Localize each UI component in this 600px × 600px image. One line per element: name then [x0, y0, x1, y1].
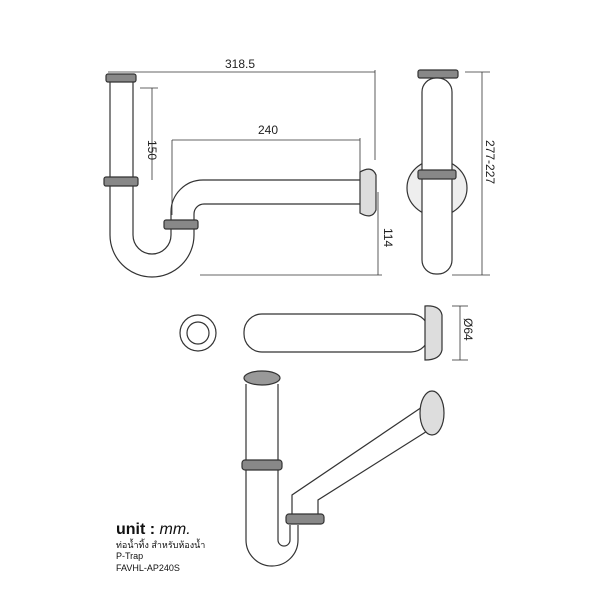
- dim-diameter: Ø64: [461, 318, 475, 341]
- dim-overall-width: 318.5: [225, 57, 255, 71]
- product-type: P-Trap: [116, 551, 144, 562]
- isometric-view: [241, 370, 445, 567]
- dim-total-height: 277-227: [483, 140, 497, 184]
- dim-vertical-height: 150: [145, 140, 159, 160]
- front-dimensions: [108, 70, 382, 276]
- thai-description: ท่อน้ำทิ้ง สำหรับห้องน้ำ: [116, 540, 206, 550]
- dim-outlet-height: 114: [381, 228, 395, 247]
- unit-value: mm.: [159, 521, 191, 538]
- dim-horizontal-length: 240: [258, 123, 278, 137]
- side-dimensions: [452, 71, 490, 276]
- model-number: FAVHL-AP240S: [116, 562, 180, 573]
- side-view: [406, 69, 468, 275]
- unit-label: unit :: [116, 521, 156, 538]
- top-view: [179, 305, 443, 361]
- info-block: unit : mm. ท่อน้ำทิ้ง สำหรับห้องน้ำ P-Tr…: [116, 520, 205, 574]
- unit-line: unit : mm.: [116, 520, 205, 540]
- front-view: [103, 73, 377, 278]
